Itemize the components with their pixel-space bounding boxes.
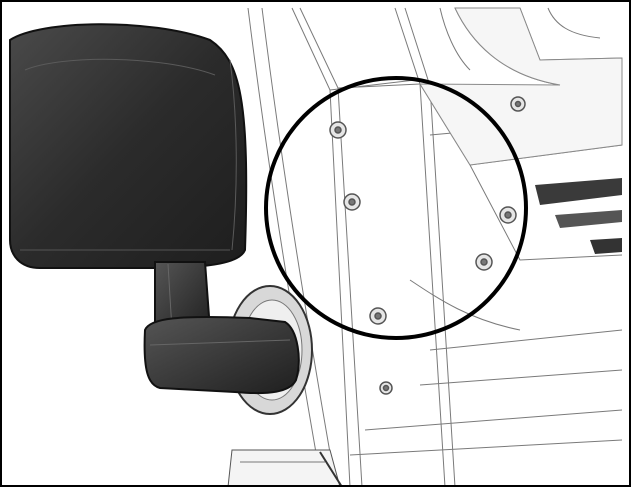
lower-hinge bbox=[227, 449, 343, 487]
bolts bbox=[329, 96, 526, 395]
bolt-4 bbox=[499, 206, 517, 224]
bolt-6 bbox=[379, 381, 393, 395]
body-slots bbox=[535, 178, 622, 254]
mirror-head bbox=[9, 23, 248, 269]
callout-circle bbox=[264, 76, 528, 340]
bolt-7 bbox=[510, 96, 526, 112]
bolt-3 bbox=[369, 307, 387, 325]
bolt-5 bbox=[475, 253, 493, 271]
window-glass bbox=[419, 7, 623, 166]
bolt-2 bbox=[343, 193, 361, 211]
bolt-1 bbox=[329, 121, 347, 139]
mirror-arm bbox=[143, 315, 300, 395]
